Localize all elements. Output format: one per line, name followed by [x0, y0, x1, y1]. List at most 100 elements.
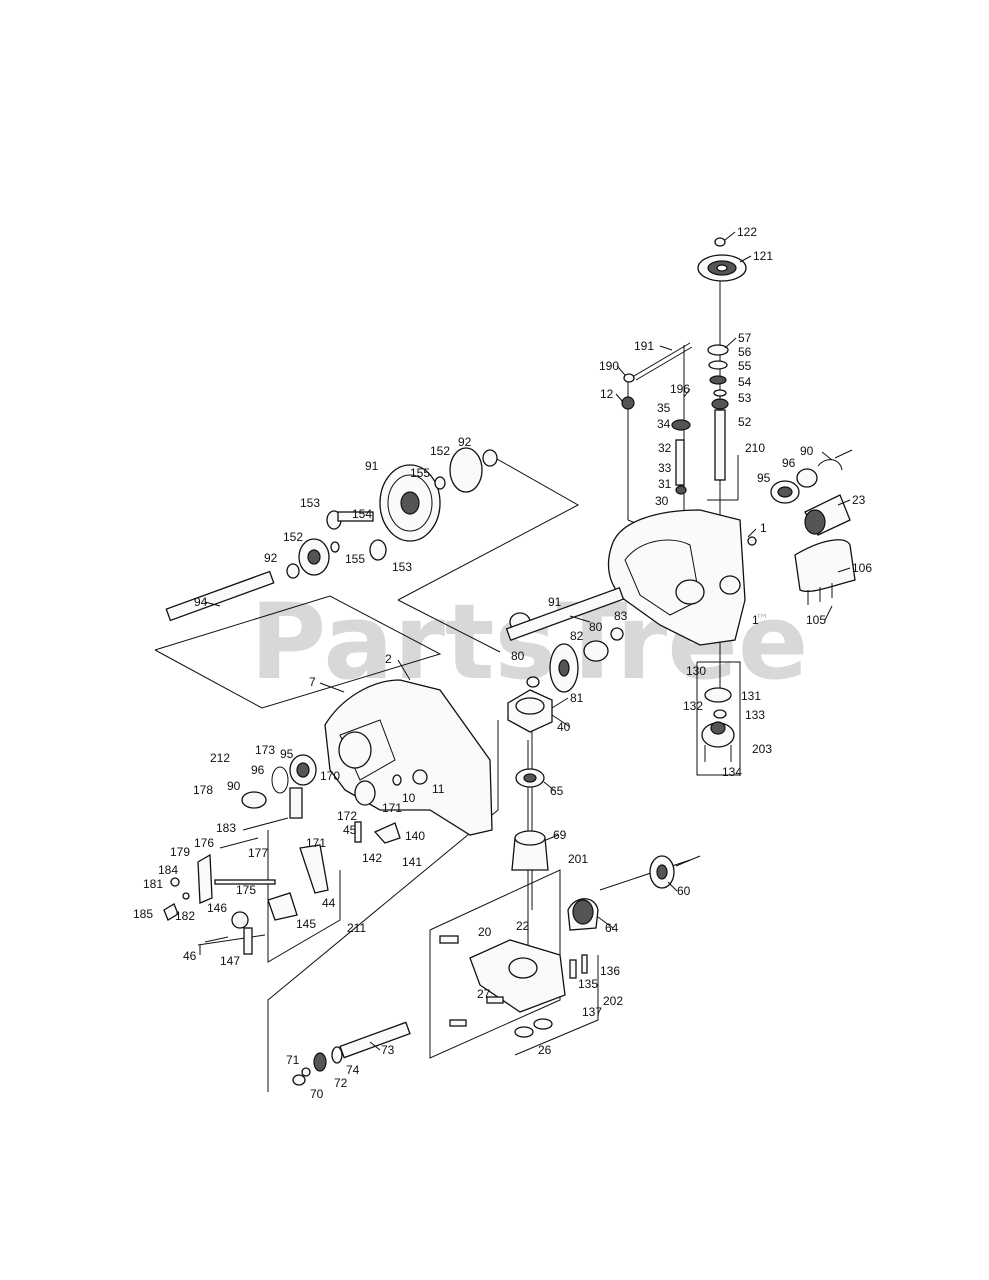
- callout-label: 146: [207, 901, 227, 915]
- leader-lines: [204, 231, 851, 1051]
- callout-label: 171: [382, 801, 402, 815]
- callout-label: 153: [300, 496, 320, 510]
- callout-label: 60: [677, 884, 691, 898]
- callout-label: 81: [570, 691, 584, 705]
- cap-assembly: [701, 687, 735, 762]
- callout-label: 105: [806, 613, 826, 627]
- callout-label: 173: [255, 743, 275, 757]
- callout-label: 44: [322, 896, 336, 910]
- callout-label: 22: [516, 919, 530, 933]
- callout-label: 20: [478, 925, 492, 939]
- callout-label: 185: [133, 907, 153, 921]
- callout-label: 80: [511, 649, 525, 663]
- callout-label: 153: [392, 560, 412, 574]
- callout-label: 147: [220, 954, 240, 968]
- callout-label: 95: [757, 471, 771, 485]
- callout-label: 12: [600, 387, 614, 401]
- callout-label: 72: [334, 1076, 348, 1090]
- callout-label: 45: [343, 823, 357, 837]
- callout-label: 23: [852, 493, 866, 507]
- differential-assembly: [165, 447, 625, 693]
- callout-label: 30: [655, 494, 669, 508]
- callout-label: 203: [752, 742, 772, 756]
- callout-label: 33: [658, 461, 672, 475]
- callout-label: 96: [782, 456, 796, 470]
- callout-label: 46: [183, 949, 197, 963]
- callout-label: 71: [286, 1053, 300, 1067]
- linkage-assembly: [163, 682, 345, 955]
- callout-label: 92: [458, 435, 472, 449]
- callout-label: 172: [337, 809, 357, 823]
- callout-label: 176: [194, 836, 214, 850]
- callout-label: 181: [143, 877, 163, 891]
- callout-label: 69: [553, 828, 567, 842]
- callout-label: 31: [658, 477, 672, 491]
- callout-label: 170: [320, 769, 340, 783]
- callout-label: 191: [634, 339, 654, 353]
- callout-label: 121: [753, 249, 773, 263]
- main-housing: [607, 449, 856, 646]
- callout-label: 196: [670, 382, 690, 396]
- callout-label: 122: [737, 225, 757, 239]
- callout-label: 1: [760, 521, 767, 535]
- callout-label: 133: [745, 708, 765, 722]
- callout-label: 182: [175, 909, 195, 923]
- callout-label: 82: [570, 629, 584, 643]
- callout-label: 155: [345, 552, 365, 566]
- callout-label: 155: [410, 466, 430, 480]
- callout-label: 90: [227, 779, 241, 793]
- left-housing-cover: [241, 679, 493, 844]
- callout-label: 7: [309, 675, 316, 689]
- callout-label: 130: [686, 664, 706, 678]
- callout-label: 26: [538, 1043, 552, 1057]
- callout-label: 70: [310, 1087, 324, 1101]
- callout-label: 54: [738, 375, 752, 389]
- callout-label: 134: [722, 765, 742, 779]
- callout-label: 2: [385, 652, 392, 666]
- callout-label: 74: [346, 1063, 360, 1077]
- callout-label: 132: [683, 699, 703, 713]
- callout-label: 35: [657, 401, 671, 415]
- callout-label: 175: [236, 883, 256, 897]
- callout-label: 190: [599, 359, 619, 373]
- callout-label: 34: [657, 417, 671, 431]
- callout-label: 135: [578, 977, 598, 991]
- callout-label: 95: [280, 747, 294, 761]
- callout-label: 32: [658, 441, 672, 455]
- callout-label: 52: [738, 415, 752, 429]
- callout-label: 184: [158, 863, 178, 877]
- callout-label: 92: [264, 551, 278, 565]
- callout-label: 106: [852, 561, 872, 575]
- callout-label: 1: [752, 613, 759, 627]
- callout-label: 96: [251, 763, 265, 777]
- callout-label: 183: [216, 821, 236, 835]
- callout-label: 179: [170, 845, 190, 859]
- callout-label: 201: [568, 852, 588, 866]
- callout-label: 202: [603, 994, 623, 1008]
- pulley-assembly: [621, 237, 747, 495]
- callout-label: 152: [430, 444, 450, 458]
- callout-label: 141: [402, 855, 422, 869]
- callout-label: 65: [550, 784, 564, 798]
- callout-label: 83: [614, 609, 628, 623]
- callout-label: 152: [283, 530, 303, 544]
- callout-label: 27: [477, 987, 491, 1001]
- callout-labels: 122 121 191 57 56 190 55 196 54 12 53 35…: [133, 225, 872, 1101]
- callout-label: 140: [405, 829, 425, 843]
- callout-label: 53: [738, 391, 752, 405]
- callout-label: 154: [352, 507, 372, 521]
- watermark-trademark: ™: [755, 612, 769, 628]
- callout-label: 11: [432, 782, 445, 796]
- pump-motor-assembly: [292, 689, 701, 1086]
- callout-label: 56: [738, 345, 752, 359]
- callout-label: 178: [193, 783, 213, 797]
- callout-label: 91: [365, 459, 379, 473]
- callout-label: 136: [600, 964, 620, 978]
- callout-label: 210: [745, 441, 765, 455]
- callout-label: 142: [362, 851, 382, 865]
- callout-label: 90: [800, 444, 814, 458]
- callout-label: 73: [381, 1043, 395, 1057]
- callout-label: 80: [589, 620, 603, 634]
- callout-label: 211: [347, 921, 366, 935]
- callout-label: 137: [582, 1005, 602, 1019]
